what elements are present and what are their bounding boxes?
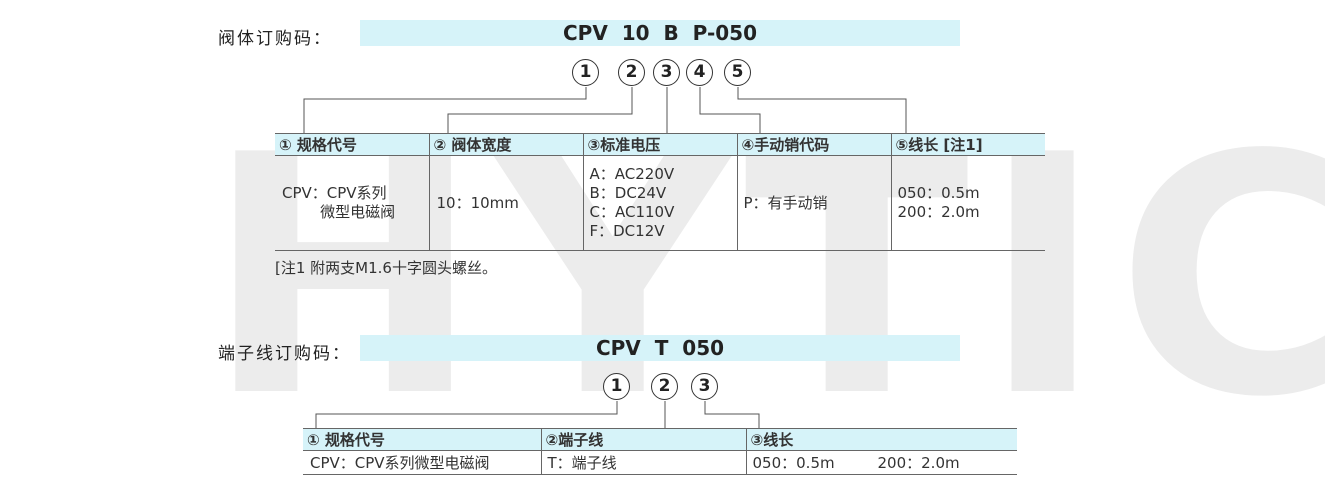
cell-spec-code: CPV：CPV系列 微型电磁阀 xyxy=(275,155,429,251)
cell-terminal-wire: T：端子线 xyxy=(540,450,746,475)
manual-pin-value: P：有手动销 xyxy=(743,193,828,212)
body-width-value: 10：10mm xyxy=(436,193,519,212)
valve-spec-table: ① 规格代号 ② 阀体宽度 ③标准电压 ④手动销代码 ⑤线长 [注1] CPV：… xyxy=(275,133,1045,251)
header-spec-code: ① 规格代号 xyxy=(275,133,429,156)
header-terminal-wire: ②端子线 xyxy=(540,428,746,451)
cell-spec-code: CPV：CPV系列微型电磁阀 xyxy=(303,450,541,475)
callout-circle-2: 2 xyxy=(618,59,645,86)
header-wire-length: ③线长 xyxy=(745,428,1017,451)
voltage-option: A：AC220V xyxy=(589,165,675,183)
wire-length-option: 050：0.5m xyxy=(897,184,980,202)
cell-wire-length: 050：0.5m 200：2.0m xyxy=(745,450,1017,475)
wire-length-option: 200：2.0m xyxy=(897,203,980,221)
terminal-order-code: CPV T 050 xyxy=(595,336,725,360)
valve-code-highlight-bar xyxy=(360,20,960,46)
header-wire-length: ⑤线长 [注1] xyxy=(890,133,1045,156)
voltage-option: C：AC110V xyxy=(589,203,675,221)
cell-wire-length: 050：0.5m 200：2.0m xyxy=(890,155,1045,251)
cell-manual-pin-code: P：有手动销 xyxy=(736,155,891,251)
footnote-1: [注1 附两支M1.6十字圆头螺丝。 xyxy=(275,259,497,277)
terminal-code-highlight-bar xyxy=(360,335,960,361)
callout-circle-1: 1 xyxy=(603,373,630,400)
callout-circle-5: 5 xyxy=(724,59,751,86)
terminal-spec-table: ① 规格代号 ②端子线 ③线长 CPV：CPV系列微型电磁阀 T：端子线 050… xyxy=(303,428,1017,475)
cell-standard-voltage: A：AC220V B：DC24V C：AC110V F：DC12V xyxy=(582,155,737,251)
spec-code-line: CPV：CPV系列 xyxy=(282,184,387,202)
callout-circle-1: 1 xyxy=(572,59,599,86)
spec-code-line: 微型电磁阀 xyxy=(282,203,396,221)
callout-circle-3: 3 xyxy=(691,373,718,400)
terminal-wire-order-code-label: 端子线订购码： xyxy=(218,344,351,364)
voltage-option: B：DC24V xyxy=(589,184,667,202)
header-standard-voltage: ③标准电压 xyxy=(582,133,737,156)
valve-order-code: CPV 10 B P-050 xyxy=(562,21,758,45)
valve-body-order-code-label: 阀体订购码： xyxy=(218,29,332,49)
callout-circle-4: 4 xyxy=(686,59,713,86)
header-manual-pin-code: ④手动销代码 xyxy=(736,133,891,156)
header-body-width: ② 阀体宽度 xyxy=(428,133,583,156)
header-spec-code: ① 规格代号 xyxy=(303,428,541,451)
voltage-option: F：DC12V xyxy=(589,222,665,240)
callout-circle-2: 2 xyxy=(651,373,678,400)
callout-circle-3: 3 xyxy=(653,59,680,86)
cell-body-width: 10：10mm xyxy=(428,155,583,251)
